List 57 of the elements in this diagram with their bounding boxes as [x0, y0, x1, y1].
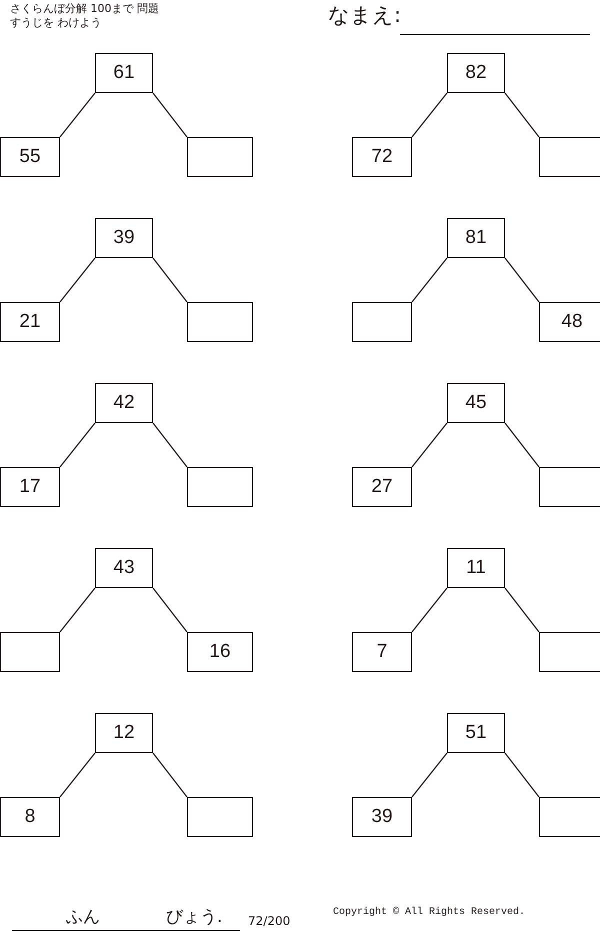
page-number: 72/200 [248, 915, 290, 928]
number-box: 27 [352, 467, 412, 507]
connector-line [504, 92, 540, 138]
number-box: 39 [352, 797, 412, 837]
connector-line [504, 258, 540, 302]
number-box: 45 [447, 383, 505, 423]
connector-line [152, 258, 188, 302]
number-box: 39 [95, 218, 153, 258]
number-box: 43 [95, 548, 153, 588]
answer-box [187, 137, 253, 177]
number-box: 8 [0, 797, 60, 837]
number-box: 17 [0, 467, 60, 507]
connector-line [152, 752, 188, 798]
number-box: 61 [95, 53, 153, 93]
number-box: 42 [95, 383, 153, 423]
connector-line [60, 588, 96, 632]
connector-line [152, 92, 188, 138]
copyright-text: Copyright © All Rights Reserved. [333, 907, 526, 918]
number-box: 72 [352, 137, 412, 177]
answer-box [352, 302, 412, 342]
number-box: 16 [187, 632, 253, 672]
connector-line [60, 92, 96, 138]
connector-line [412, 92, 448, 138]
seconds-label: びょう. [166, 908, 222, 927]
number-box: 55 [0, 137, 60, 177]
number-box: 11 [447, 548, 505, 588]
number-box: 21 [0, 302, 60, 342]
number-box: 7 [352, 632, 412, 672]
number-box: 48 [539, 302, 600, 342]
connector-line [412, 422, 448, 468]
connector-line [60, 752, 96, 798]
answer-box [187, 797, 253, 837]
answer-box [187, 302, 253, 342]
worksheet-title: さくらんぼ分解 100まで 問題 [10, 3, 159, 16]
connector-line [412, 258, 448, 302]
number-box: 51 [447, 713, 505, 753]
name-label: なまえ: [328, 4, 402, 28]
connector-line [504, 752, 540, 798]
connector-line [504, 422, 540, 468]
number-box: 82 [447, 53, 505, 93]
instruction-text: すうじを わけよう [10, 17, 102, 30]
number-box: 12 [95, 713, 153, 753]
answer-box [0, 632, 60, 672]
minutes-label: ふん [66, 908, 100, 927]
connector-line [152, 422, 188, 468]
answer-box [539, 632, 600, 672]
connector-line [412, 588, 448, 632]
number-box: 81 [447, 218, 505, 258]
answer-box [539, 467, 600, 507]
answer-box [539, 797, 600, 837]
answer-box [539, 137, 600, 177]
connector-line [152, 588, 188, 632]
answer-box [187, 467, 253, 507]
connector-line [60, 422, 96, 468]
connector-line [504, 588, 540, 632]
connector-line [60, 258, 96, 302]
connector-line [412, 752, 448, 798]
